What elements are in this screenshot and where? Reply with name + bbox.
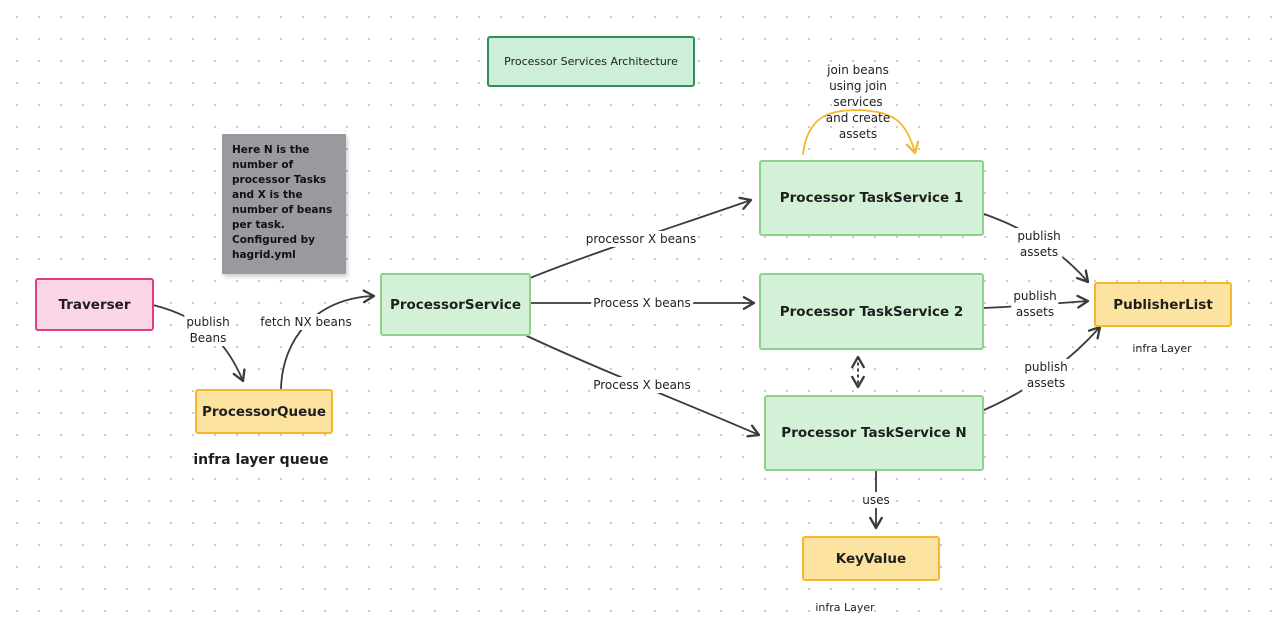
task-service-n-node[interactable]: Processor TaskService N	[764, 395, 984, 471]
caption-infra-layer-keyvalue: infra Layer	[815, 601, 875, 614]
processor-queue-node[interactable]: ProcessorQueue	[195, 389, 333, 434]
edge-task1-join-loop	[802, 109, 920, 155]
label-uses: uses	[860, 492, 892, 508]
label-process-x-beans-task2: Process X beans	[591, 295, 693, 311]
configuration-note: Here N is the number of processor Tasks …	[222, 134, 346, 274]
label-join-beans: join beans using join services and creat…	[825, 63, 891, 141]
label-publish-beans: publish Beans	[184, 314, 232, 346]
label-process-x-beans-taskn: Process X beans	[591, 377, 693, 393]
edge-queue-to-processorservice	[280, 289, 376, 390]
label-publish-assets-taskn: publish assets	[1022, 359, 1070, 391]
label-publish-assets-task2: publish assets	[1011, 288, 1059, 320]
label-processor-x-beans: processor X beans	[583, 231, 699, 247]
label-fetch-nx-beans: fetch NX beans	[258, 314, 354, 330]
task-service-1-node[interactable]: Processor TaskService 1	[759, 160, 984, 236]
caption-infra-layer-queue: infra layer queue	[193, 452, 329, 468]
task-service-2-node[interactable]: Processor TaskService 2	[759, 273, 984, 350]
publisher-list-node[interactable]: PublisherList	[1094, 282, 1232, 327]
caption-infra-layer-publisher: infra Layer	[1132, 342, 1192, 355]
diagram-title: Processor Services Architecture	[487, 36, 695, 87]
processor-service-node[interactable]: ProcessorService	[380, 273, 531, 336]
traverser-node[interactable]: Traverser	[35, 278, 154, 331]
label-publish-assets-task1: publish assets	[1015, 228, 1063, 260]
key-value-node[interactable]: KeyValue	[802, 536, 940, 581]
